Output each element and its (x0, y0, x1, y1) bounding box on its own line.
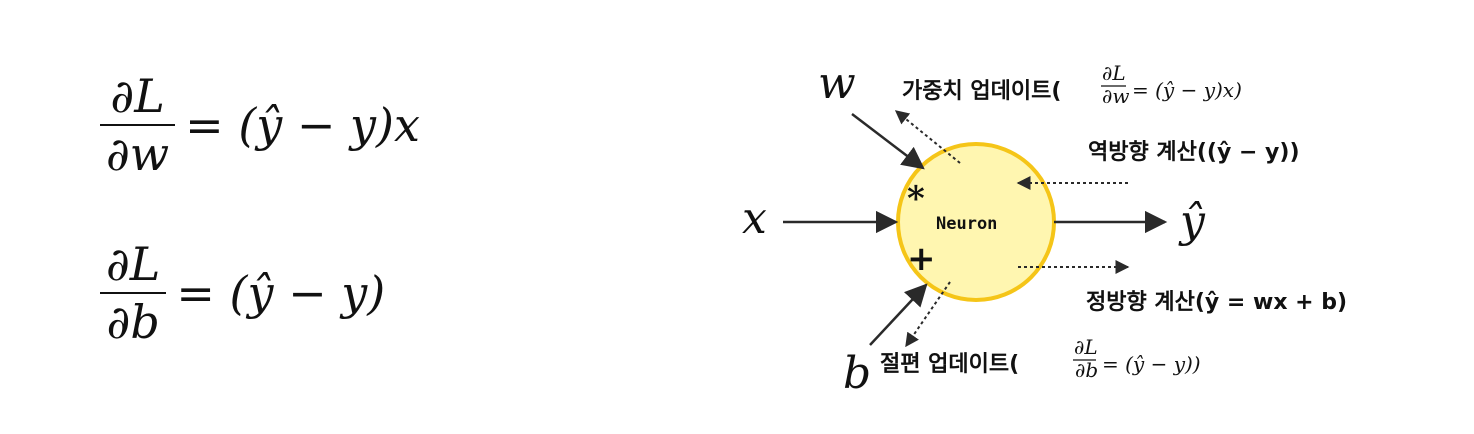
bias-frac-den: ∂b (1075, 358, 1098, 382)
equation-dl-db: ∂L ∂b = (ŷ − y) (100, 240, 385, 347)
input-x-label: x (742, 193, 767, 244)
fraction-bar (100, 292, 167, 295)
equation-rhs: = (ŷ − y)x (185, 98, 420, 153)
numerator: ∂L (110, 69, 165, 123)
neuron-label: Neuron (936, 214, 997, 234)
fraction-bar (100, 124, 176, 127)
bias-update-arrow (905, 281, 951, 348)
svg-text:절편 업데이트(: 절편 업데이트( (880, 352, 1019, 377)
fraction-dl-dw: ∂L ∂w (100, 69, 176, 182)
bias-frac-num: ∂L (1074, 335, 1098, 359)
forward-label: 정방향 계산(ŷ = wx + b) (1086, 290, 1347, 315)
bias-update-label: 절편 업데이트( ∂L ∂b = (ŷ − y)) (880, 335, 1201, 382)
output-label: ŷ (1178, 196, 1206, 247)
numerator: ∂L (106, 237, 161, 291)
svg-text:가중치 업데이트(: 가중치 업데이트( (902, 79, 1061, 104)
fraction-dl-db: ∂L ∂b (100, 237, 167, 350)
denominator: ∂w (106, 127, 170, 182)
weight-update-rhs: = (ŷ − y)x) (1132, 78, 1242, 102)
bias-update-rhs: = (ŷ − y)) (1102, 352, 1201, 376)
input-w-label: w (818, 58, 856, 109)
equation-dl-dw: ∂L ∂w = (ŷ − y)x (100, 72, 420, 179)
add-operator: + (907, 239, 936, 279)
backward-label: 역방향 계산((ŷ − y)) (1088, 140, 1300, 165)
weight-frac-num: ∂L (1102, 61, 1126, 85)
input-b-arrow (869, 283, 928, 346)
weight-update-label: 가중치 업데이트( ∂L ∂w = (ŷ − y)x) (902, 61, 1242, 108)
input-b-label: b (843, 348, 871, 399)
input-w-arrow (851, 113, 925, 170)
weight-update-arrow (894, 110, 961, 164)
equation-rhs: = (ŷ − y) (176, 266, 386, 321)
weight-frac-den: ∂w (1102, 84, 1129, 108)
denominator: ∂b (106, 295, 160, 350)
multiply-operator: * (907, 179, 925, 219)
